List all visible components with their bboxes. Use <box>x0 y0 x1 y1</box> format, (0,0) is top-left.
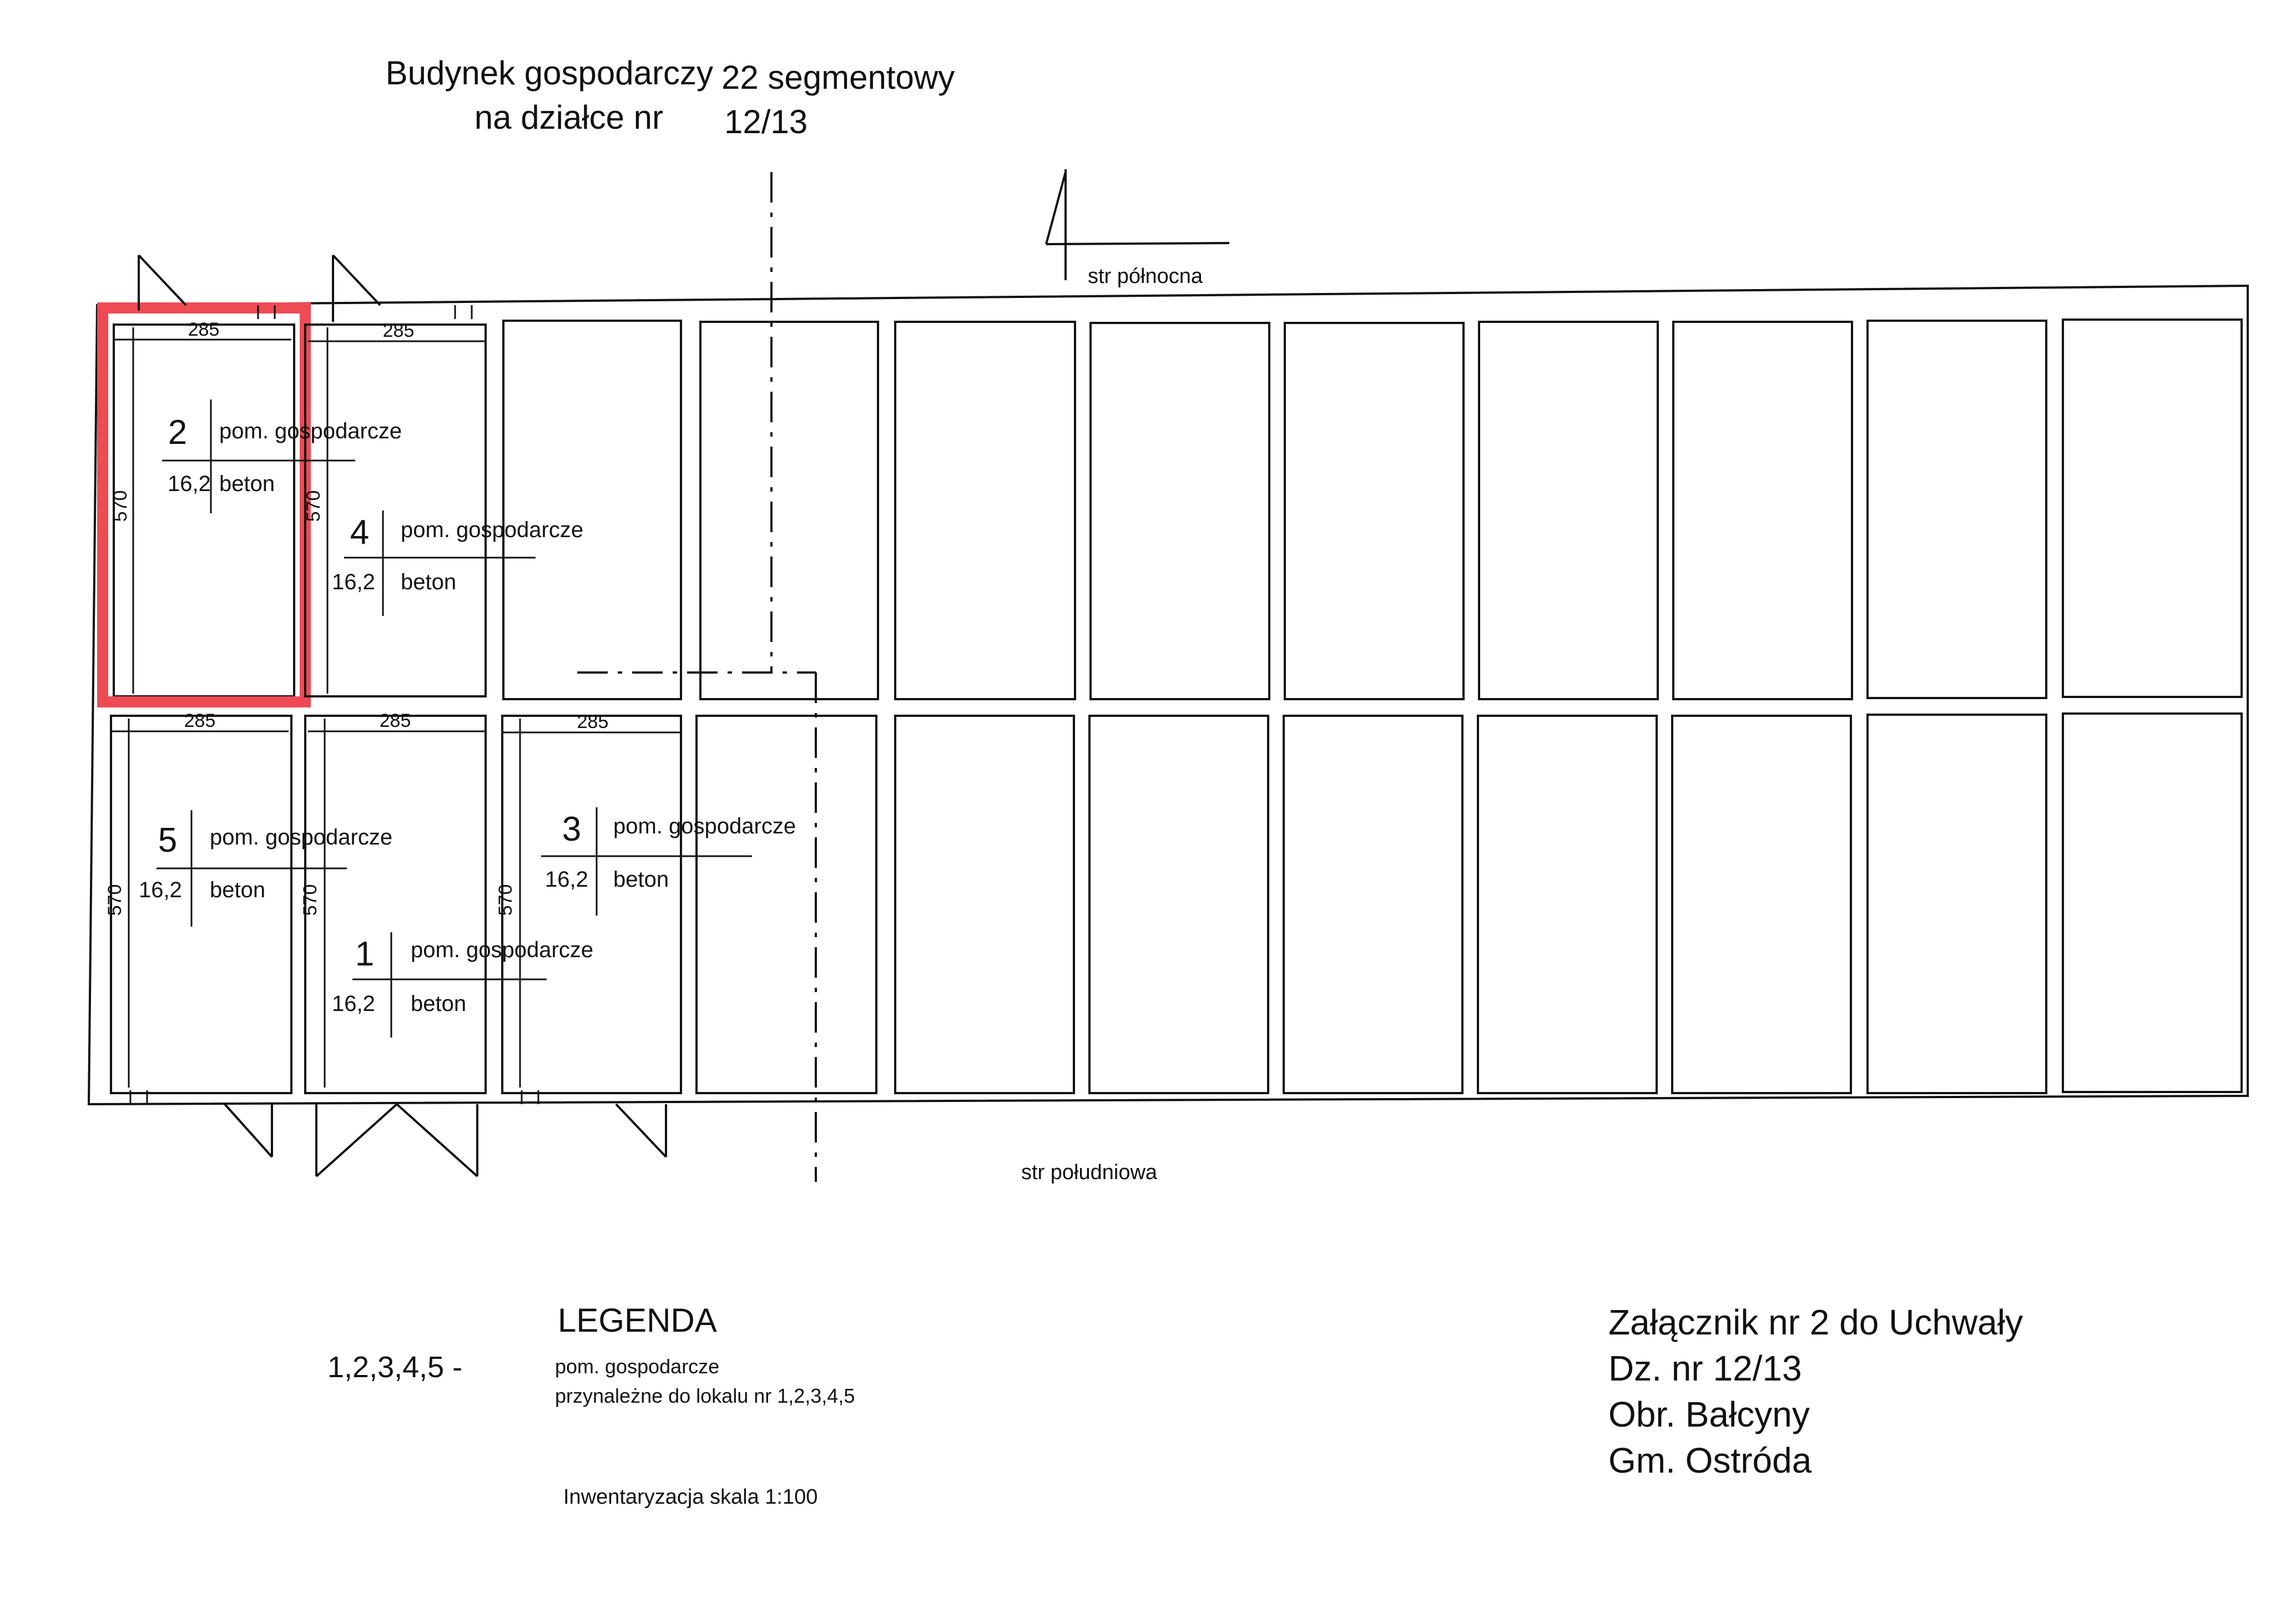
room-4-length: 570 <box>303 491 324 522</box>
room-5-number: 5 <box>158 821 177 859</box>
legend-heading: LEGENDA <box>558 1302 717 1339</box>
room-2-name: pom. gospodarcze <box>219 419 402 443</box>
room-5-floor: beton <box>210 878 265 902</box>
room-4: 285 570 4 pom. gospodarcze 16,2 beton <box>303 254 583 697</box>
title-line2-right: 12/13 <box>724 103 808 140</box>
room-3-number: 3 <box>562 810 581 848</box>
room-1-width: 285 <box>380 710 411 731</box>
legend-key: 1,2,3,4,5 - <box>327 1351 462 1384</box>
room-5: 285 570 5 pom. gospodarcze 16,2 beton <box>104 710 392 1158</box>
annex-line3: Obr. Bałcyny <box>1608 1394 1810 1434</box>
room-5-area: 16,2 <box>139 878 182 902</box>
room-5-length: 570 <box>104 884 125 916</box>
room-1-number: 1 <box>355 935 374 973</box>
room-4-area: 16,2 <box>332 570 375 594</box>
room-3-floor: beton <box>613 867 669 892</box>
title-line2-left: na działce nr <box>475 99 663 136</box>
room-5-width: 285 <box>184 710 216 731</box>
legend-desc-line2: przynależne do lokalu nr 1,2,3,4,5 <box>555 1384 855 1407</box>
legend-scale: Inwentaryzacja skala 1:100 <box>563 1485 818 1509</box>
room-4-number: 4 <box>350 513 369 552</box>
room-3: 285 570 3 pom. gospodarcze 16,2 beton <box>495 711 796 1158</box>
room-3-width: 285 <box>577 711 609 732</box>
south-row-segments <box>695 712 2243 1094</box>
south-side-label: str południowa <box>1021 1161 1158 1184</box>
room-2-width: 285 <box>188 319 220 340</box>
room-2-number: 2 <box>168 413 187 452</box>
annex-line4: Gm. Ostróda <box>1608 1440 1812 1480</box>
north-row-segments <box>502 318 2243 700</box>
room-3-area: 16,2 <box>545 867 588 892</box>
room-2: 285 570 2 pom. gospodarcze 16,2 beton <box>97 254 402 707</box>
room-4-floor: beton <box>401 570 456 594</box>
room-3-length: 570 <box>495 884 516 916</box>
room-2-area: 16,2 <box>168 472 211 496</box>
room-5-name: pom. gospodarcze <box>210 825 392 850</box>
annex-line2: Dz. nr 12/13 <box>1608 1348 1802 1388</box>
room-1: 285 570 1 pom. gospodarcze 16,2 beton <box>300 710 593 1177</box>
title-line1-right: 22 segmentowy <box>721 59 955 96</box>
building-outline <box>87 284 2249 1106</box>
north-arrow-icon <box>1045 169 1230 280</box>
title-line1-left: Budynek gospodarczy <box>386 54 713 92</box>
room-2-length: 570 <box>110 491 131 522</box>
room-1-length: 570 <box>300 884 321 916</box>
room-4-name: pom. gospodarcze <box>401 518 583 542</box>
north-side-label: str północna <box>1088 265 1203 288</box>
room-4-width: 285 <box>383 320 415 341</box>
section-line <box>577 172 817 1182</box>
annex-line1: Załącznik nr 2 do Uchwały <box>1608 1302 2023 1342</box>
room-3-name: pom. gospodarcze <box>613 814 796 838</box>
room-1-area: 16,2 <box>332 992 375 1016</box>
room-2-floor: beton <box>219 472 275 496</box>
room-1-floor: beton <box>411 992 466 1016</box>
legend-desc-line1: pom. gospodarcze <box>555 1355 719 1378</box>
